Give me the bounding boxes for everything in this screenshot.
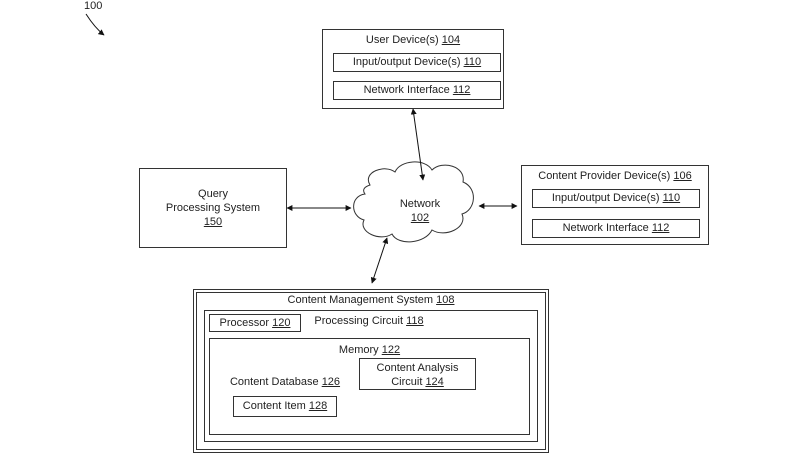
provider-io-ref: 110 <box>662 192 681 204</box>
cms-title: Content Management System 108 <box>196 293 546 307</box>
memory-label-line: Memory 122 <box>209 343 530 357</box>
user-device-ref: 104 <box>441 34 461 46</box>
network-label: Network 102 <box>380 197 460 225</box>
user-net-ref: 112 <box>452 84 471 96</box>
user-io-label: Input/output Device(s) <box>352 56 461 68</box>
database-label-line: Content Database 126 <box>219 375 351 389</box>
network-title: Network <box>399 198 441 210</box>
query-system-box <box>139 168 287 248</box>
cms-ref: 108 <box>436 294 455 306</box>
content-analysis-box <box>359 358 476 390</box>
content-analysis-ref: 124 <box>425 376 444 388</box>
user-io-ref: 110 <box>463 56 482 68</box>
provider-io-label-line: Input/output Device(s) 110 <box>532 191 700 205</box>
user-io-label-line: Input/output Device(s) 110 <box>333 55 501 69</box>
content-item-label-line: Content Item 128 <box>233 399 337 413</box>
user-net-box <box>333 81 501 100</box>
provider-io-label: Input/output Device(s) <box>551 192 660 204</box>
content-item-ref: 128 <box>308 400 328 412</box>
query-system-ref: 150 <box>203 216 223 228</box>
arrow-user-network <box>410 108 426 181</box>
provider-net-label-line: Network Interface 112 <box>532 221 700 235</box>
figure-ref-number: 100 <box>84 0 103 12</box>
user-device-title: User Device(s) 104 <box>322 33 504 47</box>
user-net-label: Network Interface <box>363 84 450 96</box>
provider-net-label: Network Interface <box>562 222 649 234</box>
cms-label: Content Management System <box>287 294 434 306</box>
user-io-box <box>333 53 501 72</box>
content-analysis-line2: Circuit <box>391 376 423 388</box>
query-system-line2: Processing System <box>165 202 261 214</box>
processor-label-line: Processor 120 <box>209 316 301 330</box>
memory-ref: 122 <box>381 344 401 356</box>
memory-label: Memory <box>338 344 379 356</box>
processing-circuit-label: Processing Circuit <box>314 315 404 327</box>
network-ref: 102 <box>410 212 430 224</box>
content-item-box <box>233 396 337 417</box>
user-device-label: User Device(s) <box>365 34 439 46</box>
content-item-label: Content Item <box>242 400 306 412</box>
database-label: Content Database <box>229 376 319 388</box>
content-provider-label: Content Provider Device(s) <box>538 170 671 182</box>
processing-circuit-label-line: Processing Circuit 118 <box>306 314 432 328</box>
content-provider-title: Content Provider Device(s) 106 <box>521 169 709 183</box>
database-ref: 126 <box>321 376 341 388</box>
processor-box <box>209 314 301 332</box>
query-system-label: Query Processing System 150 <box>139 187 287 229</box>
provider-io-box <box>532 189 700 208</box>
query-system-line1: Query <box>198 188 228 200</box>
provider-net-ref: 112 <box>651 222 670 234</box>
processing-circuit-ref: 118 <box>406 315 424 327</box>
content-provider-ref: 106 <box>673 170 692 182</box>
content-analysis-line1: Content Analysis <box>376 362 459 374</box>
processor-ref: 120 <box>272 317 291 329</box>
user-net-label-line: Network Interface 112 <box>333 83 501 97</box>
arrow-network-cms <box>370 237 389 284</box>
provider-net-box <box>532 219 700 238</box>
content-analysis-label: Content Analysis Circuit 124 <box>359 361 476 389</box>
figure-ref-arrow <box>85 13 105 36</box>
processor-label: Processor <box>219 317 270 329</box>
